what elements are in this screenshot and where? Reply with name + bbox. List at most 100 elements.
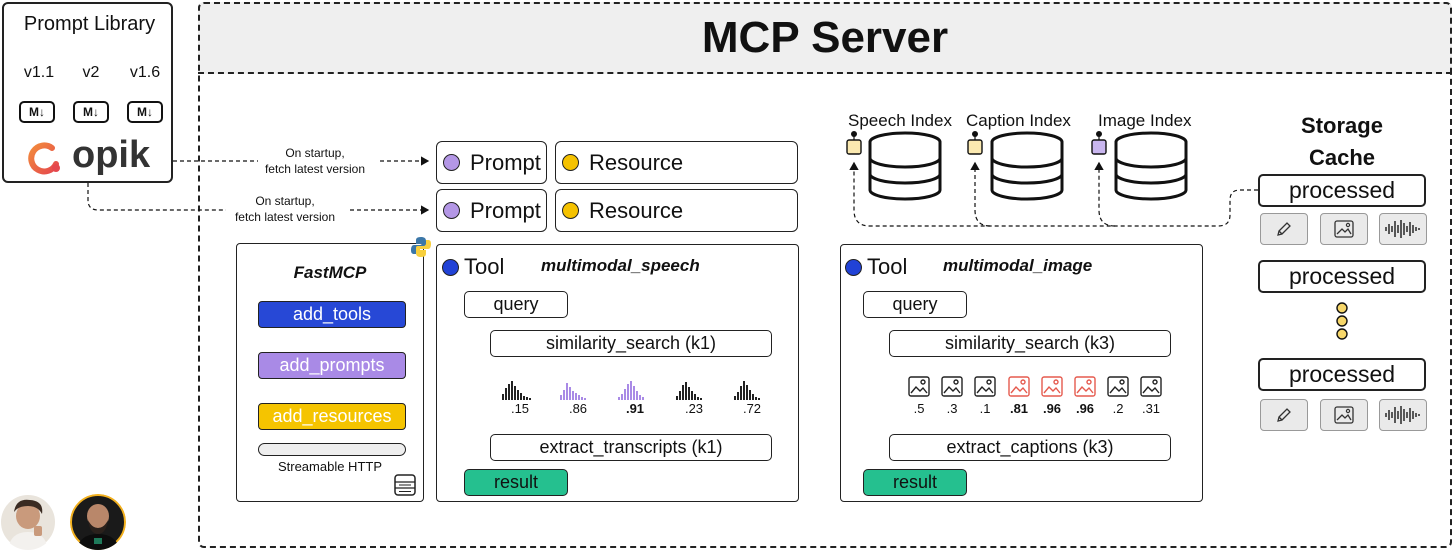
image-icon <box>1074 376 1096 397</box>
query-box[interactable]: query <box>863 291 967 318</box>
image-icon <box>1140 376 1162 397</box>
image-index-label: Image Index <box>1098 111 1192 130</box>
resource-label: Resource <box>589 149 684 175</box>
storage-cache-title: Storage Cache <box>1262 110 1422 174</box>
resource-dot-icon <box>562 154 579 171</box>
opik-logo-icon <box>28 142 60 175</box>
histogram-icon <box>734 381 760 400</box>
result-box[interactable]: result <box>863 469 967 496</box>
tool-speech-header: Tool <box>442 254 504 280</box>
resource-box[interactable]: Resource <box>555 189 798 232</box>
similarity-score: .96 <box>1042 401 1062 416</box>
storage-title-line: Storage <box>1301 113 1383 138</box>
prompt-library: Prompt Library v1.1 v2 v1.6 M↓ M↓ M↓ opi… <box>2 2 173 183</box>
image-icon <box>1041 376 1063 397</box>
fastmcp-title: FastMCP <box>293 263 367 282</box>
extract-transcripts-box[interactable]: extract_transcripts (k1) <box>490 434 772 461</box>
resource-box[interactable]: Resource <box>555 141 798 184</box>
query-box[interactable]: query <box>464 291 568 318</box>
image-icon <box>1320 399 1368 431</box>
transport-label: Streamable HTTP <box>277 459 383 474</box>
histogram-icon <box>560 383 586 400</box>
processed-item[interactable]: processed <box>1258 260 1426 293</box>
version-label: v1.6 <box>129 64 161 81</box>
startup-note: On startup, fetch latest version <box>220 193 350 225</box>
speech-index-label: Speech Index <box>848 111 952 130</box>
avatar <box>70 494 126 550</box>
result-box[interactable]: result <box>464 469 568 496</box>
tool-dot-icon <box>442 258 459 276</box>
similarity-score: .2 <box>1112 401 1124 416</box>
extract-captions-box[interactable]: extract_captions (k3) <box>889 434 1171 461</box>
similarity-score: .23 <box>684 401 704 416</box>
prompt-box[interactable]: Prompt <box>436 141 547 184</box>
version-label: v1.1 <box>23 64 55 81</box>
image-icon <box>974 376 996 397</box>
image-icon <box>941 376 963 397</box>
note-line: fetch latest version <box>234 210 336 224</box>
pencil-icon <box>1260 213 1308 245</box>
prompt-dot-icon <box>443 202 460 219</box>
add-resources-step[interactable]: add_resources <box>258 403 406 430</box>
similarity-score: .31 <box>1141 401 1161 416</box>
audio-histograms <box>502 381 760 400</box>
caption-index-label: Caption Index <box>966 111 1071 130</box>
http-transport-bar <box>258 443 406 456</box>
speech-index-db-icon <box>846 131 942 201</box>
tool-image-panel <box>840 244 1203 502</box>
histogram-icon <box>676 382 702 400</box>
server-title: MCP Server <box>198 2 1452 74</box>
version-label: v2 <box>82 64 100 81</box>
waveform-icon <box>1379 399 1427 431</box>
prompt-label: Prompt <box>470 197 541 223</box>
histogram-icon <box>502 381 531 400</box>
similarity-score: .3 <box>946 401 958 416</box>
caption-index-db-icon <box>967 131 1064 201</box>
add-prompts-step[interactable]: add_prompts <box>258 352 406 379</box>
histogram-icon <box>618 381 644 400</box>
similarity-score: .15 <box>510 401 530 416</box>
ellipsis-vertical-icon <box>1336 302 1348 340</box>
image-icon <box>1107 376 1129 397</box>
image-thumbnails <box>908 376 1162 397</box>
image-icon <box>1008 376 1030 397</box>
markdown-icon: M↓ <box>73 101 109 123</box>
resource-label: Resource <box>589 197 684 223</box>
index-databases <box>846 131 1188 201</box>
tool-image-name: multimodal_image <box>943 256 1093 275</box>
image-icon <box>1320 213 1368 245</box>
similarity-search-box[interactable]: similarity_search (k1) <box>490 330 772 357</box>
note-line: On startup, <box>285 146 345 160</box>
tool-label: Tool <box>464 254 505 279</box>
avatar <box>1 495 55 550</box>
similarity-score: .91 <box>625 401 645 416</box>
server-rack-icon <box>394 474 416 496</box>
processed-item[interactable]: processed <box>1258 174 1426 207</box>
add-tools-step[interactable]: add_tools <box>258 301 406 328</box>
image-icon <box>908 376 930 397</box>
waveform-icon <box>1379 213 1427 245</box>
markdown-icon: M↓ <box>127 101 163 123</box>
similarity-search-box[interactable]: similarity_search (k3) <box>889 330 1171 357</box>
similarity-score: .1 <box>979 401 991 416</box>
pencil-icon <box>1260 399 1308 431</box>
image-index-db-icon <box>1091 131 1188 201</box>
prompt-dot-icon <box>443 154 460 171</box>
similarity-score: .5 <box>913 401 925 416</box>
tool-label: Tool <box>867 254 908 279</box>
tool-image-header: Tool <box>845 254 907 280</box>
prompt-library-title: Prompt Library <box>23 13 156 35</box>
similarity-score: .86 <box>568 401 588 416</box>
processed-item[interactable]: processed <box>1258 358 1426 391</box>
note-line: fetch latest version <box>264 162 366 176</box>
note-line: On startup, <box>255 194 315 208</box>
tool-dot-icon <box>845 258 862 276</box>
startup-note: On startup, fetch latest version <box>250 145 380 177</box>
tool-speech-panel <box>436 244 799 502</box>
tool-speech-name: multimodal_speech <box>541 256 700 275</box>
markdown-icon: M↓ <box>19 101 55 123</box>
prompt-box[interactable]: Prompt <box>436 189 547 232</box>
similarity-score: .72 <box>742 401 762 416</box>
similarity-score: .81 <box>1009 401 1029 416</box>
resource-dot-icon <box>562 202 579 219</box>
